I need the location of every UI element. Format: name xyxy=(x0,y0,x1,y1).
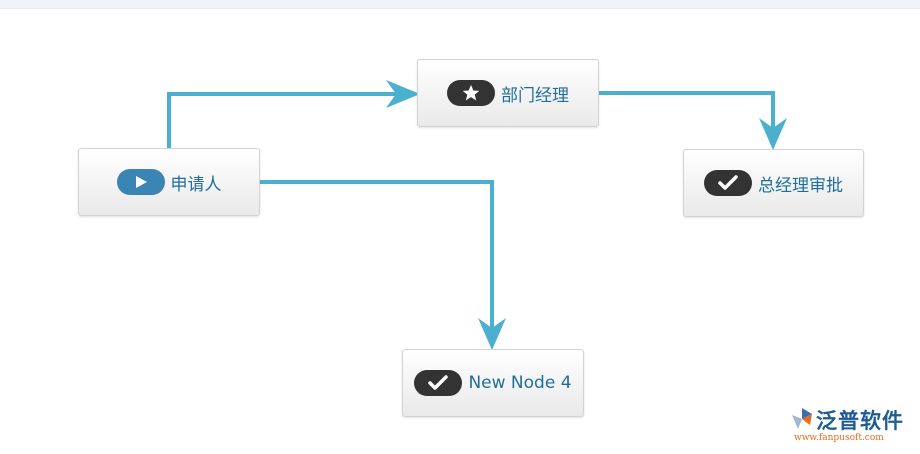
connector-applicant-to-dept-manager xyxy=(167,92,410,148)
arrowhead-node4 xyxy=(478,318,506,350)
node-applicant[interactable]: 申请人 xyxy=(78,148,260,216)
play-icon xyxy=(116,169,165,195)
node-label: 总经理审批 xyxy=(758,175,843,196)
watermark-url: www.fanpusoft.com xyxy=(794,433,884,443)
node-gm-approval[interactable]: 总经理审批 xyxy=(683,149,864,217)
arrowhead-gm-approval xyxy=(759,118,787,150)
connector-applicant-to-node4 xyxy=(259,180,494,338)
logo-mark-icon xyxy=(792,408,812,429)
arrowhead-dept-manager xyxy=(386,80,420,108)
node-label: 申请人 xyxy=(170,174,222,195)
star-icon xyxy=(447,80,495,106)
node-dept-manager[interactable]: 部门经理 xyxy=(417,59,599,127)
watermark-logo: 泛普软件 www.fanpusoft.com xyxy=(790,405,914,447)
checkmark-icon xyxy=(704,170,752,196)
node-label: New Node 4 xyxy=(468,373,572,393)
node-label: 部门经理 xyxy=(501,85,569,106)
watermark-brand: 泛普软件 xyxy=(816,409,904,433)
node-new-node-4[interactable]: New Node 4 xyxy=(402,349,584,417)
top-bar xyxy=(0,0,920,9)
checkmark-icon xyxy=(414,370,463,396)
connector-dept-manager-to-gm-approval xyxy=(598,91,775,140)
